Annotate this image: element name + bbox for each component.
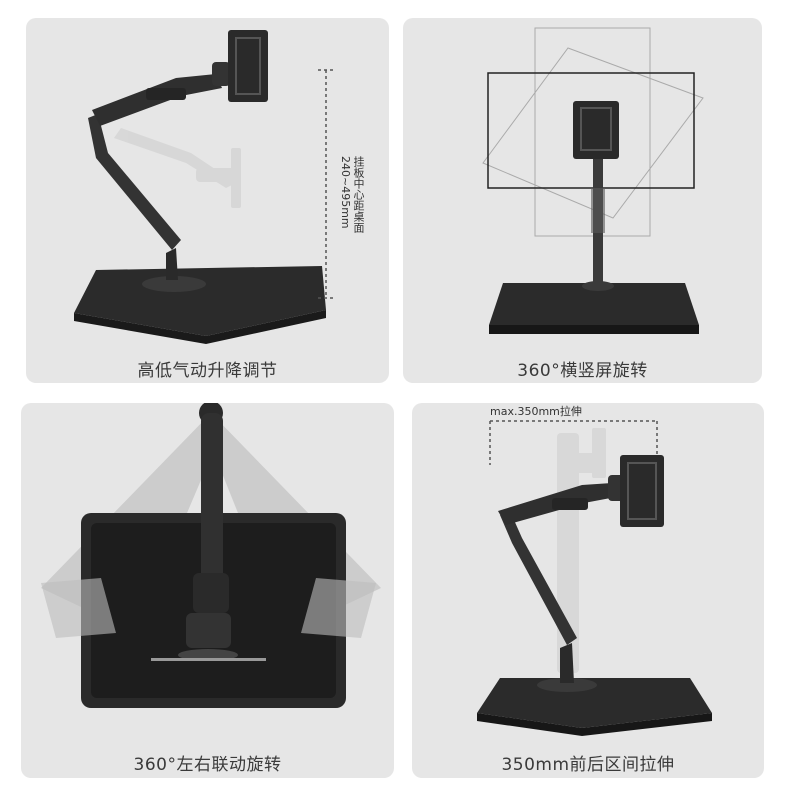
panel-swivel: 360°左右联动旋转 (21, 403, 394, 778)
height-range-label-line2: 240~495mm (339, 156, 352, 229)
panel-caption-swivel: 360°左右联动旋转 (133, 755, 282, 775)
swivel-illustration (41, 403, 381, 708)
arm-extension-illustration (477, 420, 712, 736)
panel-extension: max.350mm拉伸 350mm前后区间拉伸 (412, 403, 764, 778)
height-range-label-line1: 挂板中心距桌面 (352, 156, 365, 233)
panel-caption-rotation: 360°横竖屏旋转 (517, 361, 648, 381)
panel-caption-height: 高低气动升降调节 (137, 361, 278, 381)
extension-range-label: max.350mm拉伸 (490, 405, 582, 418)
panel-screen-rotation: 360°横竖屏旋转 (403, 18, 762, 383)
height-range-label: 挂板中心距桌面 240~495mm (339, 156, 365, 233)
panel-height-adjustment: 挂板中心距桌面 240~495mm 高低气动升降调节 (26, 18, 389, 383)
screen-rotation-illustration (482, 27, 704, 334)
monitor-arm-height-illustration (74, 30, 334, 344)
panel-caption-extension: 350mm前后区间拉伸 (501, 755, 675, 775)
